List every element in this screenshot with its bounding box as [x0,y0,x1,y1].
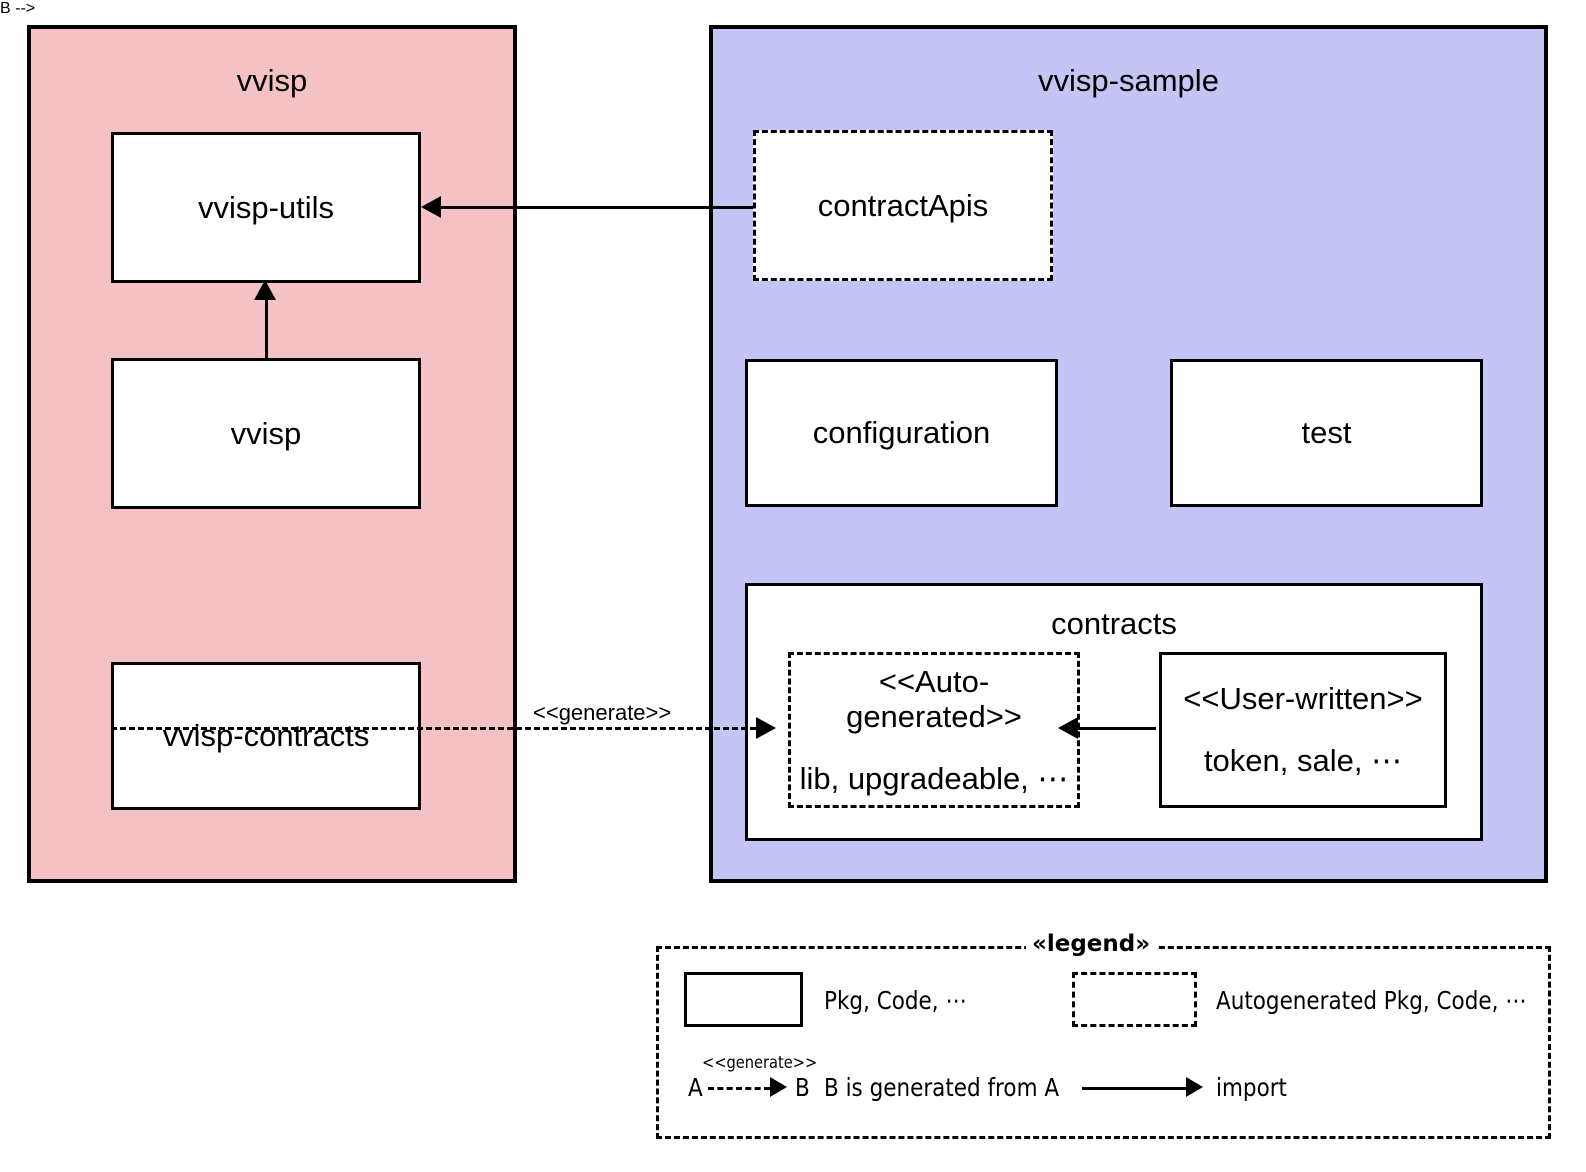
legend-title: «legend» [1026,933,1157,956]
node-vvisp-utils-label: vvisp-utils [197,189,335,225]
node-user-written-stereotype: <<User-written>> [1183,681,1423,717]
node-contractapis-label: contractApis [817,187,989,223]
legend-generate-dashed-line [708,1087,770,1090]
edge-vvisp-to-utils-arrowhead [254,280,276,300]
legend-label-autogenerated-pkg-code: Autogenerated Pkg, Code, ⋯ [1216,986,1527,1015]
node-contracts-label: contracts [1051,606,1177,641]
package-vvisp-title: vvisp [236,63,308,98]
node-test: test [1170,359,1483,507]
edge-contractapis-to-utils-arrowhead [421,196,441,218]
node-vvisp-contracts: vvisp-contracts [111,662,421,810]
node-contracts-group: contracts <<Auto-generated>> lib, upgrad… [745,583,1483,841]
legend-generate-source-a: A [688,1073,703,1102]
node-vvisp: vvisp [111,358,421,509]
node-user-written: <<User-written>> token, sale, ⋯ [1159,652,1447,808]
node-vvisp-utils: vvisp-utils [111,132,421,283]
node-auto-generated: <<Auto-generated>> lib, upgradeable, ⋯ [788,652,1080,808]
node-vvisp-label: vvisp [230,415,302,451]
node-configuration: configuration [745,359,1058,507]
edge-contractapis-to-utils-line [441,206,753,209]
legend-generate-stereotype: <<generate>> [702,1053,818,1073]
node-configuration-label: configuration [812,415,991,451]
edge-generate-line [111,727,756,730]
edge-vvisp-to-utils-line [265,296,268,358]
node-auto-generated-stereotype: <<Auto-generated>> [846,663,1022,735]
legend-import-line [1082,1087,1186,1090]
legend-label-b-generated-from-a: B is generated from A [824,1073,1060,1102]
package-vvisp-sample-title: vvisp-sample [1038,63,1219,98]
legend-label-import: import [1216,1073,1287,1102]
legend-generate-target-b: B [795,1073,810,1102]
legend-label-pkg-code: Pkg, Code, ⋯ [824,986,967,1015]
node-user-written-items: token, sale, ⋯ [1203,743,1403,778]
node-vvisp-contracts-label: vvisp-contracts [162,718,370,754]
edge-generate-label: <<generate>> [533,700,672,725]
edge-userwritten-to-autogen-line [1078,727,1156,730]
edge-userwritten-to-autogen-arrowhead [1058,717,1078,739]
legend-generate-arrowhead [770,1077,787,1097]
edge-generate-arrowhead [756,717,776,739]
node-contractapis: contractApis [753,130,1053,281]
node-auto-generated-items: lib, upgradeable, ⋯ [799,760,1069,796]
legend-swatch-dashed [1072,972,1197,1027]
legend-swatch-solid [684,972,803,1027]
node-test-label: test [1301,415,1352,451]
legend-import-arrowhead [1186,1077,1203,1097]
